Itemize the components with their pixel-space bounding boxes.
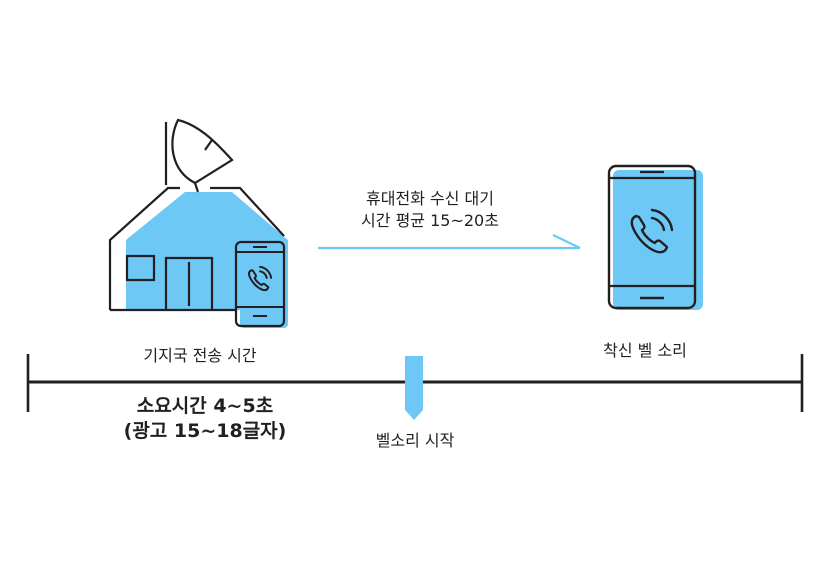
timeline-marker [405,356,423,420]
arrow-line [318,234,581,250]
large-phone-icon [607,164,703,310]
phone-call-icon [248,265,273,292]
phone-call-icon [630,208,674,254]
duration-line1: 소요시간 4~5초 [136,395,274,417]
wait-time-line2: 시간 평균 15~20초 [361,211,499,230]
duration-caption: 소요시간 4~5초 (광고 15~18글자) [90,394,320,444]
wait-time-line1: 휴대전화 수신 대기 [366,189,494,208]
ring-caption: 착신 벨 소리 [603,341,687,360]
wait-time-caption: 휴대전화 수신 대기 시간 평균 15~20초 [330,188,530,232]
bell-start-caption: 벨소리 시작 [375,431,455,450]
small-phone-icon [234,240,288,328]
station-caption: 기지국 전송 시간 [143,346,257,365]
duration-line2: (광고 15~18글자) [123,420,287,442]
